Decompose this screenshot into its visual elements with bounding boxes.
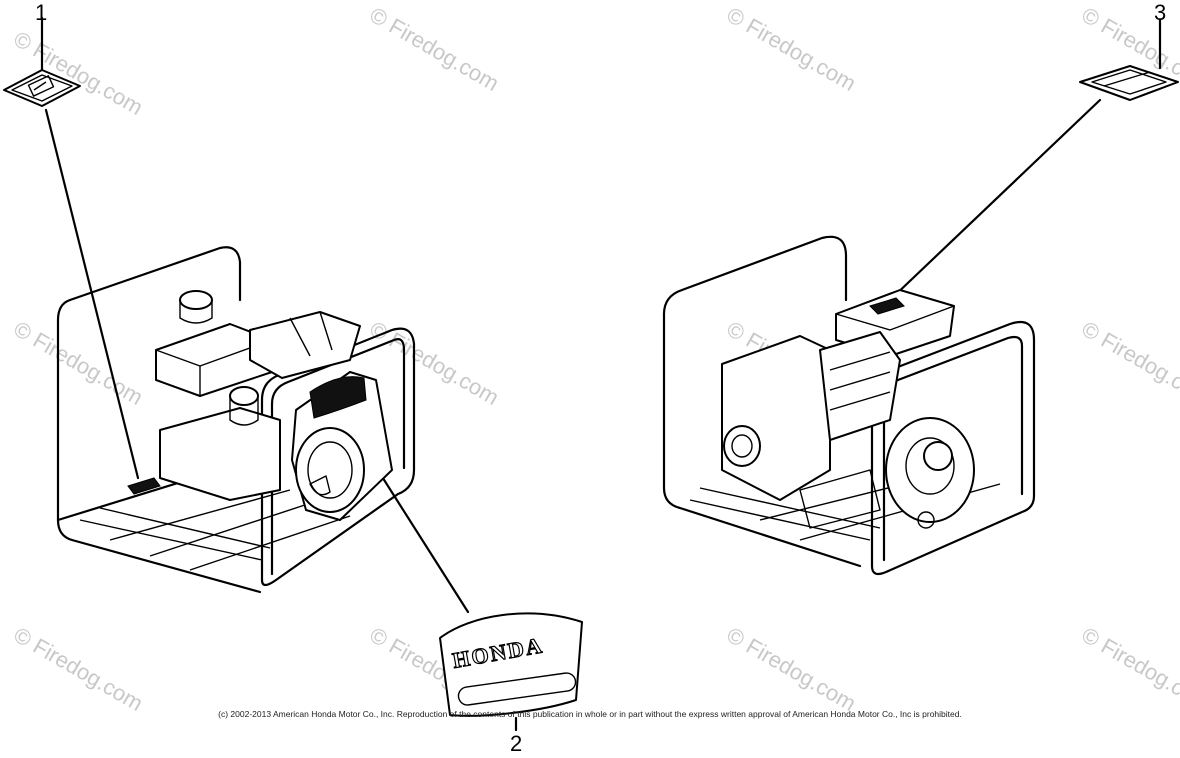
callout-3: 3 <box>1154 0 1167 25</box>
part-2-emblem <box>439 612 583 717</box>
part-3-label <box>1079 65 1179 101</box>
leader-line-1b <box>44 108 140 480</box>
part-1-label <box>3 69 81 107</box>
copyright-notice: (c) 2002-2013 American Honda Motor Co., … <box>218 709 962 719</box>
left-pump <box>56 246 416 594</box>
leader-line-3b <box>888 98 1102 302</box>
callout-1: 1 <box>35 0 48 25</box>
right-pump <box>662 235 1036 576</box>
callout-2: 2 <box>510 731 523 756</box>
